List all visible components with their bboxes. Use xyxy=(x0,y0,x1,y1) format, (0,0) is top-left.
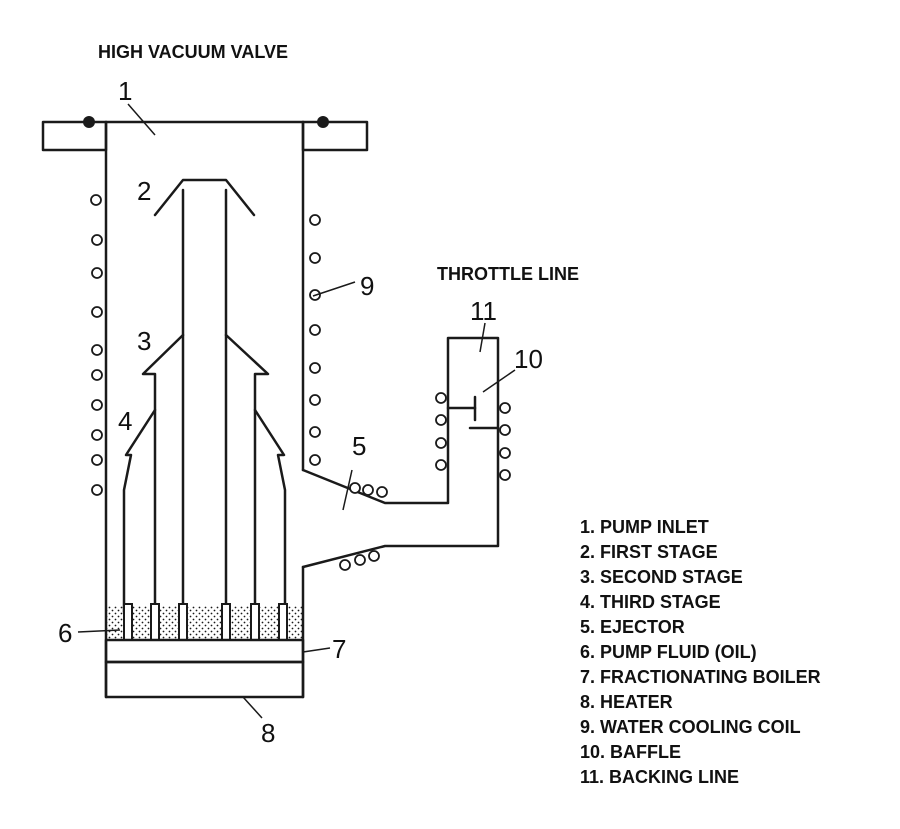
callout-7: 7 xyxy=(332,634,346,664)
legend-item: 2. FIRST STAGE xyxy=(580,542,718,562)
callout-1: 1 xyxy=(118,76,132,106)
legend-item: 11. BACKING LINE xyxy=(580,767,739,787)
legend: 1. PUMP INLET 2. FIRST STAGE 3. SECOND S… xyxy=(580,517,821,787)
legend-item: 10. BAFFLE xyxy=(580,742,681,762)
legend-item: 6. PUMP FLUID (OIL) xyxy=(580,642,757,662)
legend-item: 8. HEATER xyxy=(580,692,673,712)
boiler-assembly xyxy=(104,603,305,699)
second-stage-jet-right xyxy=(224,333,270,614)
seal-o-ring-right xyxy=(317,116,329,128)
callout-2: 2 xyxy=(137,176,151,206)
high-vacuum-valve-title: HIGH VACUUM VALVE xyxy=(98,42,288,62)
baffle xyxy=(446,395,500,430)
legend-item: 1. PUMP INLET xyxy=(580,517,709,537)
fractionating-boiler xyxy=(104,638,305,664)
legend-item: 5. EJECTOR xyxy=(580,617,685,637)
heater xyxy=(104,660,305,699)
throttle-line-title: THROTTLE LINE xyxy=(437,264,579,284)
legend-item: 9. WATER COOLING COIL xyxy=(580,717,801,737)
callout-8: 8 xyxy=(261,718,275,748)
callout-3: 3 xyxy=(137,326,151,356)
callout-4: 4 xyxy=(118,406,132,436)
callout-11: 11 xyxy=(470,296,497,326)
water-cooling-coil xyxy=(90,194,511,571)
first-stage-jet xyxy=(153,178,256,217)
leader-lines xyxy=(77,103,516,719)
callout-5: 5 xyxy=(352,431,366,461)
pump-fluid-oil xyxy=(106,606,303,640)
callout-9: 9 xyxy=(360,271,374,301)
third-stage-jet-right xyxy=(253,408,287,614)
seal-o-ring-left xyxy=(83,116,95,128)
second-stage-jet-left xyxy=(141,333,185,614)
legend-item: 3. SECOND STAGE xyxy=(580,567,743,587)
third-stage-jet-left xyxy=(122,408,157,614)
jet-stack xyxy=(122,178,287,614)
legend-item: 7. FRACTIONATING BOILER xyxy=(580,667,821,687)
callout-10: 10 xyxy=(514,344,543,374)
callout-6: 6 xyxy=(58,618,72,648)
legend-item: 4. THIRD STAGE xyxy=(580,592,721,612)
inlet-flange xyxy=(41,116,369,152)
ejector-and-backing-line xyxy=(301,336,500,569)
